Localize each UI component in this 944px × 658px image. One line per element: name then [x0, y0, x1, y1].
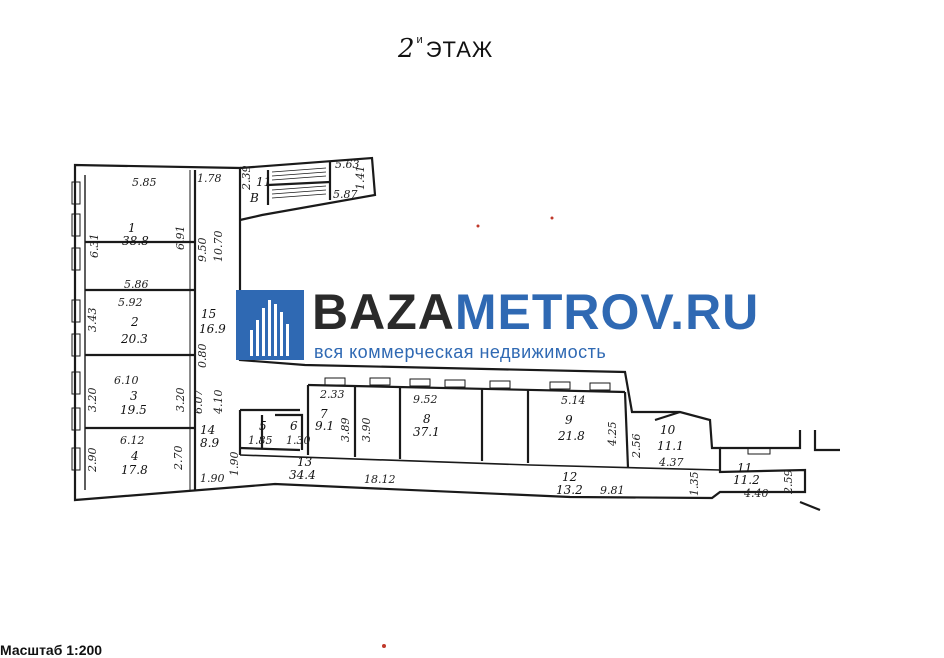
dim-4-25: 4.25: [606, 422, 619, 448]
dim-10-70: 10.70: [212, 231, 225, 263]
room-11-right-area: 11.2: [733, 473, 760, 487]
room-12-number: 12: [562, 470, 577, 484]
watermark-brand: BAZAMETROV.RU: [312, 284, 759, 340]
dim-2-70: 2.70: [172, 446, 185, 472]
dim-2-90: 2.90: [86, 448, 99, 474]
room-2-area: 20.3: [120, 332, 148, 346]
room-1-number: 1: [128, 221, 136, 235]
room-14-number: 14: [200, 423, 215, 437]
watermark-logo-icon: [236, 290, 304, 360]
dim-4-40: 4.40: [743, 487, 769, 500]
room-14-area: 8.9: [200, 436, 219, 450]
windows-east: [324, 377, 771, 455]
room-9-number: 9: [565, 413, 573, 427]
dim-3-43: 3.43: [86, 308, 99, 333]
dim-5-14: 5.14: [561, 394, 586, 407]
dimension-labels: 5.85 1.78 2.39 5.63 1.41 5.87 6.31 6.91 …: [86, 158, 795, 500]
dim-4-10: 4.10: [212, 390, 225, 416]
room-3-area: 19.5: [120, 403, 147, 417]
dim-9-52: 9.52: [413, 393, 438, 406]
room-10-area: 11.1: [657, 439, 684, 453]
room-13-number: 13: [297, 455, 313, 469]
room-8-area: 37.1: [413, 425, 440, 439]
dim-2-56: 2.56: [630, 434, 643, 460]
room-11-left-area: В: [249, 191, 259, 205]
dim-1-35: 1.35: [688, 472, 701, 497]
plan-walls: [73, 156, 840, 512]
stair-treads: [271, 167, 327, 199]
room-7-area: 9.1: [315, 419, 334, 433]
room-15-number: 15: [201, 307, 216, 321]
room-15-area: 16.9: [199, 322, 226, 336]
dim-0-80: 0.80: [196, 344, 209, 369]
dim-1-90b: 1.90: [228, 452, 241, 477]
dim-1-78: 1.78: [197, 172, 222, 185]
room-labels: 1 38.8 2 20.3 3 19.5 4 17.8 5 6 7 9.1 8 …: [120, 175, 760, 497]
room-1-area: 38.8: [122, 234, 149, 248]
dim-6-91: 6.91: [174, 226, 187, 251]
floor-word: ЭТАЖ: [425, 37, 494, 62]
watermark-brand-part2: METROV.RU: [454, 284, 760, 340]
dim-1-41: 1.41: [354, 166, 367, 191]
dim-18-12: 18.12: [364, 473, 396, 486]
floor-number-suffix: и: [416, 34, 424, 46]
room-13-area: 34.4: [289, 468, 316, 482]
room-5-number: 5: [259, 419, 267, 433]
room-7-number: 7: [320, 407, 328, 421]
dim-1-90a: 1.90: [200, 472, 225, 485]
dim-5-87: 5.87: [333, 188, 358, 201]
building-bars-icon: [250, 300, 289, 356]
dim-2-39: 2.39: [240, 166, 253, 192]
dim-3-89: 3.89: [339, 418, 352, 443]
room-4-area: 17.8: [121, 463, 148, 477]
room-10-number: 10: [660, 423, 676, 437]
dim-5-63: 5.63: [335, 158, 360, 171]
dim-6-31: 6.31: [88, 234, 101, 259]
dim-5-85: 5.85: [132, 176, 157, 189]
room-9-area: 21.8: [557, 429, 585, 443]
speck-mark: [382, 644, 386, 648]
watermark-tagline: вся коммерческая недвижимость: [314, 342, 607, 362]
dim-3-20a: 3.20: [86, 388, 99, 413]
speck-mark: [550, 216, 554, 220]
dim-2-59: 2.59: [782, 470, 795, 496]
room-6-number: 6: [290, 419, 298, 433]
dim-6-07: 6.07: [192, 390, 205, 415]
room-3-number: 3: [130, 389, 138, 403]
dim-9-50: 9.50: [196, 238, 209, 263]
windows: [71, 181, 81, 471]
dim-5-86: 5.86: [124, 278, 149, 291]
room-12-area: 13.2: [556, 483, 583, 497]
floor-number: 2: [398, 34, 416, 64]
dim-6-12: 6.12: [120, 434, 145, 447]
watermark-brand-part1: BAZA: [312, 284, 455, 340]
scale-label: Масштаб 1:200: [0, 642, 103, 658]
dim-6-10: 6.10: [114, 374, 139, 387]
watermark: BAZAMETROV.RU вся коммерческая недвижимо…: [236, 284, 758, 362]
dim-5-92: 5.92: [118, 296, 143, 309]
room-11-left-number: 11: [256, 175, 271, 189]
room-11-right-number: 11: [737, 461, 752, 475]
speck-mark: [476, 224, 480, 228]
room-4-number: 4: [130, 449, 139, 463]
dim-2-33: 2.33: [319, 388, 345, 401]
dim-1-85: 1.85: [248, 434, 273, 447]
dim-3-90: 3.90: [360, 418, 373, 443]
floor-title: 2иЭТАЖ: [398, 34, 493, 64]
room-8-number: 8: [423, 412, 431, 426]
dim-4-37: 4.37: [658, 456, 684, 469]
dim-3-20b: 3.20: [174, 388, 187, 413]
room-2-number: 2: [130, 315, 139, 329]
dim-1-30: 1.30: [286, 434, 311, 447]
dim-9-81: 9.81: [600, 484, 625, 497]
